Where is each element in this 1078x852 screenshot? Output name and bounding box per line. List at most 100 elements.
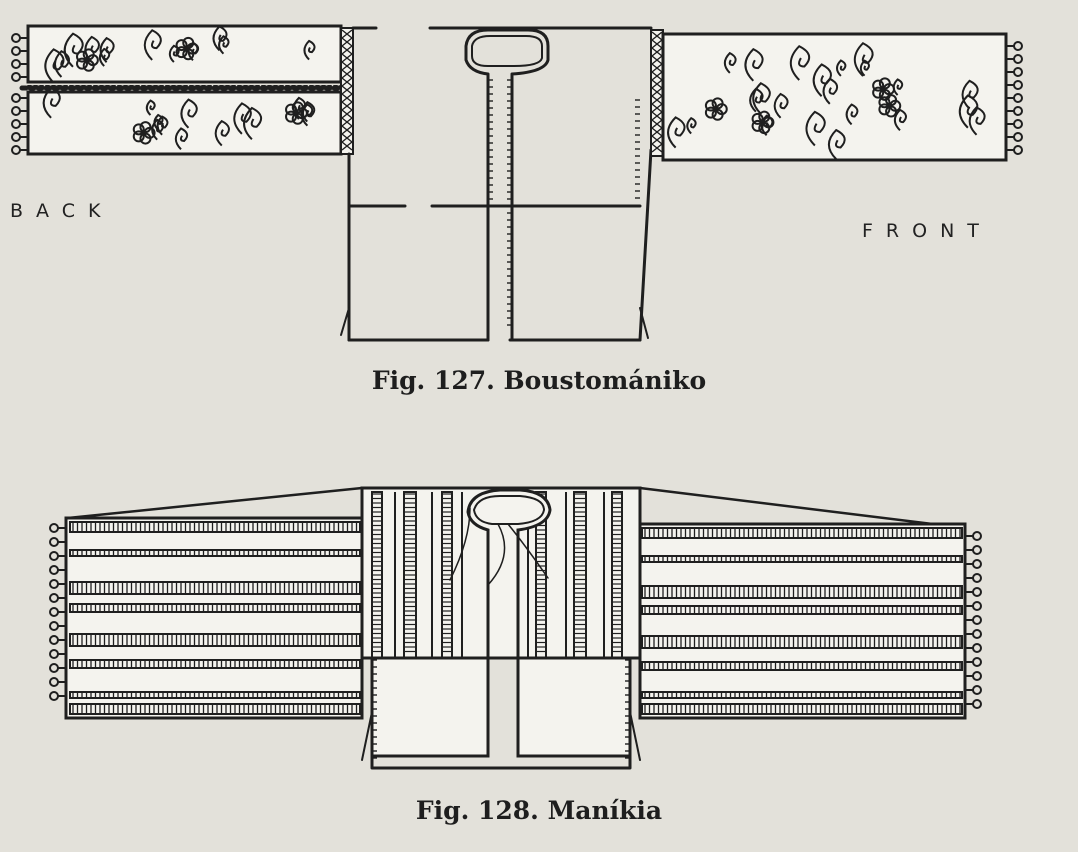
swirl-motif xyxy=(233,102,252,135)
swirl-motif xyxy=(44,48,65,84)
cross-stitch xyxy=(651,63,663,73)
tassel xyxy=(49,565,59,575)
swirl-motif xyxy=(822,77,839,105)
stripe-band xyxy=(641,635,963,649)
swirl-motif xyxy=(958,94,979,129)
tassel xyxy=(49,523,59,533)
manikia-body xyxy=(360,486,642,770)
tassel xyxy=(1013,93,1023,103)
stripe-band xyxy=(641,703,963,715)
flower-motif xyxy=(291,101,304,114)
flower-motif xyxy=(711,108,724,121)
cross-stitch xyxy=(651,39,663,49)
flower-motif xyxy=(132,123,145,136)
swirl-motif xyxy=(168,44,180,63)
cross-stitch xyxy=(341,61,353,71)
flower-motif xyxy=(76,50,89,63)
tassel xyxy=(1013,54,1023,64)
tassel xyxy=(1013,132,1023,142)
tassel xyxy=(1013,80,1023,90)
stripe-band xyxy=(641,527,963,539)
tassel xyxy=(1013,145,1023,155)
swirl-motif xyxy=(968,106,986,136)
swirl-motif xyxy=(42,86,61,119)
swirl-motif xyxy=(243,106,263,141)
right-sleeve xyxy=(638,522,982,720)
boustomaniko-drawing xyxy=(11,24,1023,342)
cross-stitch xyxy=(651,55,663,65)
tassel xyxy=(49,663,59,673)
stripe-band xyxy=(641,555,963,563)
flower-motif xyxy=(704,99,717,112)
flower-motif xyxy=(878,103,891,116)
tassel xyxy=(972,587,982,597)
cross-stitch xyxy=(651,143,663,153)
tassel xyxy=(49,551,59,561)
swirl-motif xyxy=(63,32,84,68)
back-sleeve xyxy=(11,24,354,156)
cross-stitch xyxy=(341,29,353,39)
cross-stitch xyxy=(341,37,353,47)
cross-stitch xyxy=(341,141,353,151)
swirl-motif xyxy=(893,108,907,132)
stripe-band xyxy=(641,585,963,599)
flower-motif xyxy=(132,130,145,143)
tassel xyxy=(11,59,21,69)
swirl-motif xyxy=(827,128,846,160)
stripe-band xyxy=(69,633,361,647)
tassel xyxy=(972,559,982,569)
cross-stitch xyxy=(651,79,663,89)
swirl-motif xyxy=(303,39,316,61)
tassel xyxy=(972,643,982,653)
tassel xyxy=(11,72,21,82)
flower-motif xyxy=(76,57,89,70)
stripe-band xyxy=(69,549,361,557)
flower-motif xyxy=(82,59,95,72)
tassel xyxy=(11,33,21,43)
flower-motif xyxy=(878,88,891,101)
swirl-motif xyxy=(744,47,764,82)
tassel xyxy=(11,132,21,142)
stripe-band xyxy=(69,659,361,669)
swirl-motif xyxy=(805,110,826,147)
figure-127-caption: Fig. 127. Boustomániko xyxy=(371,366,707,395)
swirl-motif xyxy=(789,45,811,81)
cross-stitch xyxy=(651,127,663,137)
cross-stitch xyxy=(341,117,353,127)
left-sleeve xyxy=(49,516,364,720)
tassel xyxy=(972,629,982,639)
tassel xyxy=(49,691,59,701)
front-sleeve xyxy=(650,29,1023,162)
flower-motif xyxy=(751,119,764,132)
cross-stitch xyxy=(651,135,663,145)
tassel xyxy=(49,607,59,617)
boustomaniko-body xyxy=(340,26,653,342)
flower-motif xyxy=(182,48,195,61)
swirl-motif xyxy=(773,92,789,119)
tassel xyxy=(49,635,59,645)
cross-stitch xyxy=(651,103,663,113)
flower-motif xyxy=(175,46,188,59)
cross-stitch xyxy=(651,87,663,97)
flower-motif xyxy=(291,112,304,125)
flower-motif xyxy=(139,121,152,134)
flower-motif xyxy=(758,122,771,135)
cross-stitch xyxy=(651,119,663,129)
cross-stitch xyxy=(651,47,663,57)
tassel xyxy=(972,573,982,583)
cross-stitch xyxy=(341,93,353,103)
cross-stitch xyxy=(651,111,663,121)
flower-motif xyxy=(704,106,717,119)
swirl-motif xyxy=(218,35,230,55)
tassel xyxy=(1013,67,1023,77)
cross-stitch xyxy=(341,109,353,119)
cross-stitch xyxy=(341,125,353,135)
flower-motif xyxy=(878,96,891,109)
swirl-motif xyxy=(98,47,111,67)
tassel xyxy=(49,579,59,589)
tassel xyxy=(972,671,982,681)
tassel xyxy=(11,46,21,56)
swirl-motif xyxy=(180,98,198,129)
